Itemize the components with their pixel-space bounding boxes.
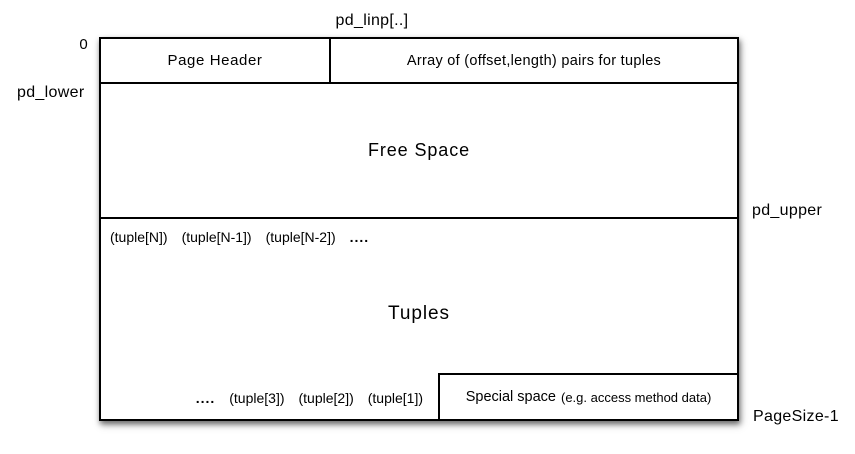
special-space-box: Special space (e.g. access method data) (438, 373, 739, 421)
pd-linp-label: pd_linp[..] (335, 12, 409, 29)
ellipsis: .... (195, 390, 216, 406)
tuples-region: (tuple[N]) (tuple[N-1]) (tuple[N-2]) ...… (101, 219, 737, 419)
pd-lower-label: pd_lower (17, 84, 85, 101)
special-space-label: Special space (465, 389, 556, 405)
tuple-item: (tuple[3]) (229, 390, 285, 406)
pd-upper-label: pd_upper (752, 202, 823, 219)
tuple-item: (tuple[N]) (110, 229, 168, 245)
tuple-item: (tuple[N-1]) (181, 229, 252, 245)
free-space-region: Free Space (101, 84, 737, 219)
tuple-item: (tuple[1]) (367, 390, 423, 406)
ellipsis: .... (349, 229, 370, 245)
page-size-label: PageSize-1 (753, 408, 839, 425)
page-header-cell: Page Header (101, 39, 331, 82)
tuple-item: (tuple[N-2]) (265, 229, 336, 245)
special-space-note: (e.g. access method data) (560, 389, 712, 405)
offset-zero-label: 0 (79, 36, 88, 53)
tuple-item: (tuple[2]) (298, 390, 354, 406)
tuples-bottom-row: .... (tuple[3]) (tuple[2]) (tuple[1]) (101, 390, 423, 406)
line-pointer-array-cell: Array of (offset,length) pairs for tuple… (406, 52, 662, 69)
tuples-top-row: (tuple[N]) (tuple[N-1]) (tuple[N-2]) ...… (110, 229, 369, 245)
tuples-label: Tuples (387, 303, 451, 324)
page-box: Page Header Array of (offset,length) pai… (99, 37, 739, 421)
header-row: Page Header Array of (offset,length) pai… (101, 39, 737, 84)
